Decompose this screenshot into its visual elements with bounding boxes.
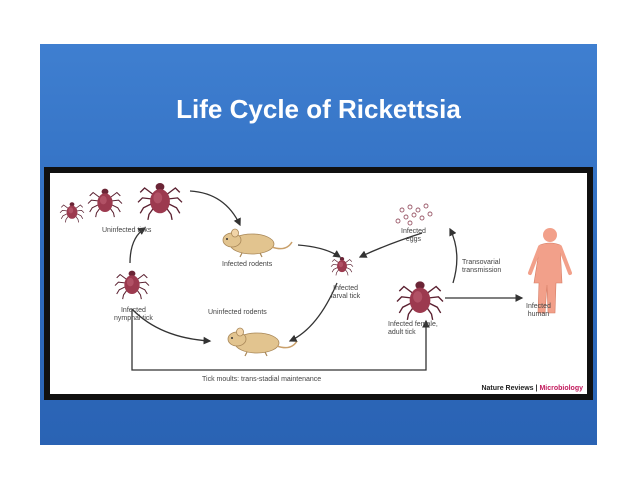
larval-tick-icon (330, 256, 354, 276)
life-cycle-diagram: Uninfected ticks Infected rodents Infect… (50, 173, 587, 394)
label-infected-female-adult-tick: Infected female, adult tick (388, 321, 438, 336)
label-infected-human: Infected human (526, 303, 551, 318)
label-uninfected-ticks: Uninfected ticks (102, 227, 152, 234)
nymphal-tick-icon (114, 270, 150, 300)
diagram-graphics (59, 182, 572, 371)
eggs-icon (395, 203, 433, 226)
slide-title: Life Cycle of Rickettsia (176, 94, 461, 124)
large-tick-icon (137, 182, 183, 221)
slide: Life Cycle of Rickettsia (40, 44, 597, 445)
arrow-ticks-to-rodents (189, 190, 241, 227)
uninfected-rodent-icon (227, 327, 298, 357)
diagram-frame: Uninfected ticks Infected rodents Infect… (44, 167, 593, 400)
adult-female-tick-icon (396, 280, 444, 321)
label-infected-eggs: Infected eggs (401, 228, 426, 243)
label-uninfected-rodents: Uninfected rodents (208, 309, 267, 316)
credit-journal: Nature Reviews (481, 385, 534, 392)
medium-tick-icon (87, 188, 123, 218)
small-tick-icon (59, 201, 85, 223)
arrow-nymph-to-ticks (129, 227, 147, 264)
arrow-eggs-to-larval (358, 232, 423, 258)
label-infected-rodents: Infected rodents (222, 261, 273, 268)
label-infected-nymphal-tick: Infected nymphal tick (114, 307, 153, 322)
arrow-transovarial (449, 227, 458, 284)
journal-credit: Nature Reviews | Microbiology (481, 385, 583, 392)
infected-rodent-icon (222, 228, 293, 258)
arrow-rodents-to-larval (297, 244, 342, 258)
label-transovarial-transmission: Transovarial transmission (462, 259, 502, 274)
arrow-nymph-to-uninfected-rodents (131, 308, 212, 345)
human-icon (528, 228, 572, 314)
label-infected-larval-tick: Infected larval tick (331, 285, 361, 300)
label-tick-moults: Tick moults: trans-stadial maintenance (202, 376, 322, 383)
arrow-larval-to-uninfected-rodents (288, 282, 338, 342)
arrow-trans-stadial (131, 310, 430, 371)
credit-section: Microbiology (539, 385, 583, 392)
credit-separator: | (533, 385, 540, 392)
